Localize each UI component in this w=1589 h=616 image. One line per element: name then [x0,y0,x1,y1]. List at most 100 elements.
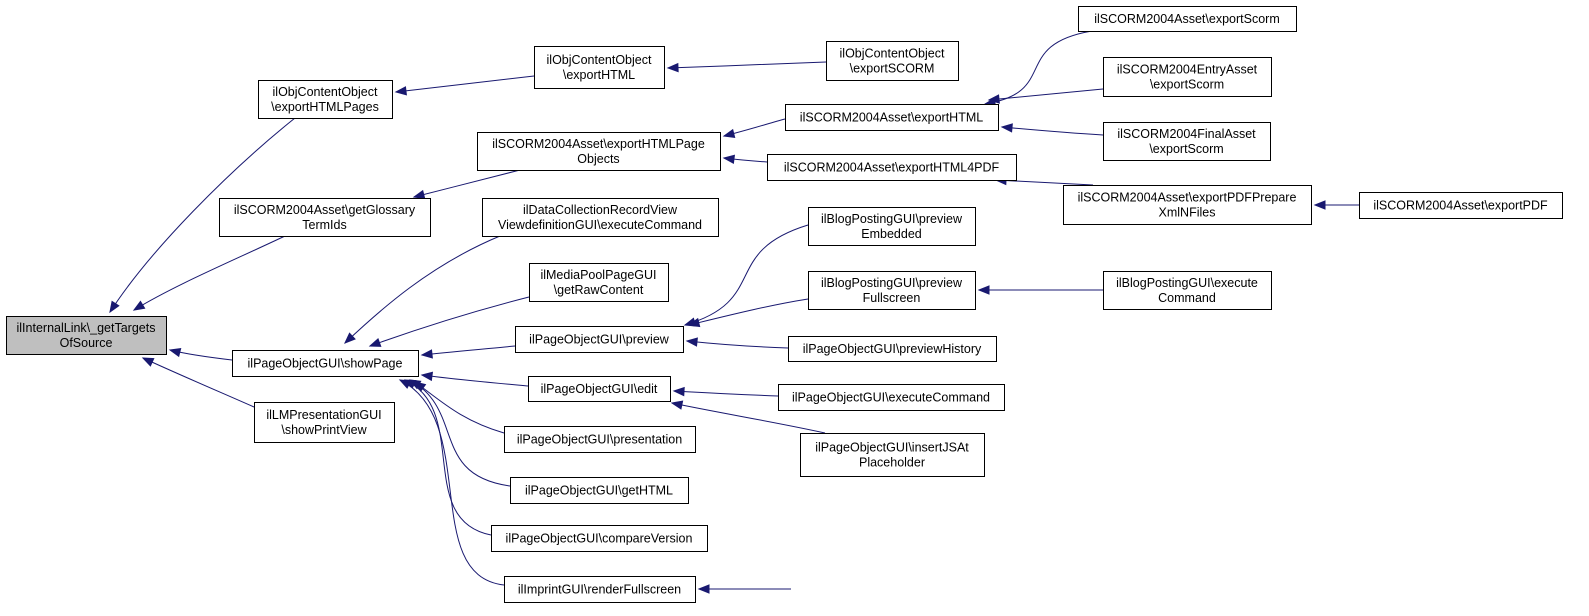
node-exportHTMLPages[interactable]: ilObjContentObject\exportHTMLPages [258,80,393,119]
node-label-line: ilSCORM2004Asset\exportHTML [800,111,983,125]
node-finalExportScorm[interactable]: ilSCORM2004FinalAsset\exportScorm [1103,122,1271,161]
edge-line [686,340,789,349]
node-box [515,326,684,353]
node-getHTML[interactable]: ilPageObjectGUI\getHTML [510,477,689,504]
arrow-head [109,300,120,314]
node-box [477,132,721,171]
node-label-line: \getRawContent [554,283,644,297]
node-box [254,402,395,443]
node-objExportSCORM[interactable]: ilObjContentObject\exportSCORM [826,41,959,81]
edge-line [395,75,535,93]
node-blogExecute[interactable]: ilBlogPostingGUI\executeCommand [1103,271,1272,310]
node-box [826,41,959,81]
node-entryExportScorm[interactable]: ilSCORM2004EntryAsset\exportScorm [1103,57,1272,97]
arrow-head [412,189,426,200]
node-renderFullscreen[interactable]: ilImprintGUI\renderFullscreen [504,576,696,603]
node-previewHistory[interactable]: ilPageObjectGUI\previewHistory [788,336,997,362]
arrow-head [132,300,146,311]
node-label-line: ilPageObjectGUI\showPage [248,357,403,371]
node-label-line: ilPageObjectGUI\insertJSAt [815,441,969,455]
node-showPage[interactable]: ilPageObjectGUI\showPage [232,350,419,377]
arrow-head [670,400,684,410]
node-box [808,207,976,246]
edge-line [667,61,827,69]
edge-getGlossaryTermIds-to-root [132,235,286,311]
edge-exportHTMLPages-to-root [109,117,296,314]
node-box [529,263,669,302]
node-label-line: \showPrintView [281,423,367,437]
node-label-line: ilPageObjectGUI\preview [529,333,670,347]
node-box [1103,271,1272,310]
node-label-line: ilDataCollectionRecordView [523,203,678,217]
node-preview[interactable]: ilPageObjectGUI\preview [515,326,684,353]
arrow-head [368,337,382,347]
node-label-line: Placeholder [859,456,925,470]
arrow-head [687,317,701,328]
edge-line [133,235,286,311]
node-label-line: ilSCORM2004Asset\exportHTMLPage [492,137,705,151]
node-dataCollection[interactable]: ilDataCollectionRecordViewViewdefinition… [482,198,719,237]
edge-entryExportScorm-to-assetExportHTML [987,88,1104,104]
node-assetExportScorm[interactable]: ilSCORM2004Asset\exportScorm [1078,6,1297,32]
node-box [1063,185,1312,225]
edge-assetExportHTML-to-exportHTMLPageObjects [722,118,786,139]
node-label-line: ilObjContentObject [273,85,378,99]
arrow-head [987,94,1000,104]
node-presentation[interactable]: ilPageObjectGUI\presentation [504,426,696,453]
node-exportPDFPrepare[interactable]: ilSCORM2004Asset\exportPDFPrepareXmlNFil… [1063,185,1312,225]
node-label-line: ilBlogPostingGUI\preview [821,212,963,226]
node-box [1078,6,1297,32]
node-assetExportHTML[interactable]: ilSCORM2004Asset\exportHTML [785,104,999,131]
edge-line [988,88,1104,101]
node-pageExecute[interactable]: ilPageObjectGUI\executeCommand [778,384,1005,411]
node-box [232,350,419,377]
edge-finalExportScorm-to-assetExportHTML [1000,123,1104,136]
edge-previewHistory-to-preview [685,337,789,349]
node-exportHTML4PDF[interactable]: ilSCORM2004Asset\exportHTML4PDF [767,154,1017,181]
arrow-head [344,332,356,344]
node-label-line: ilPageObjectGUI\previewHistory [803,342,982,356]
node-objExportHTML[interactable]: ilObjContentObject\exportHTML [534,46,665,89]
arrow-head [697,584,710,594]
edge-presentation-to-showPage [413,381,505,434]
node-label-line: ViewdefinitionGUI\executeCommand [498,218,702,232]
node-box [767,154,1017,181]
arrow-head [672,386,685,397]
edge-preview-to-showPage [420,345,516,359]
edge-objExportSCORM-to-objExportHTML [666,61,827,73]
node-box [504,426,696,453]
edge-exportHTMLPageObjects-to-getGlossaryTermIds [412,169,521,200]
node-label-line: XmlNFiles [1159,206,1216,220]
node-box [258,80,393,119]
edge-compareVersion-to-showPage [403,379,492,536]
node-label-line: ilInternalLink\_getTargets [17,321,156,335]
edge-exportHTML4PDF-to-exportHTMLPageObjects [722,154,768,165]
edge-line [684,224,809,326]
edge-objExportHTML-to-exportHTMLPages [394,75,535,96]
edge-line [109,117,296,313]
node-label-line: ilSCORM2004Asset\exportPDF [1373,199,1548,213]
edge-renderFullscreen-to-showPage [398,379,505,586]
arrow-head [141,357,155,367]
node-compareVersion[interactable]: ilPageObjectGUI\compareVersion [491,525,708,552]
node-label-line: ilBlogPostingGUI\preview [821,276,963,290]
edge-line [984,30,1093,105]
node-printView[interactable]: ilLMPresentationGUI\showPrintView [254,402,395,443]
edge-line [344,235,501,344]
node-label-line: \exportHTMLPages [271,100,379,114]
edge-printView-to-root [141,357,255,408]
node-exportPDF[interactable]: ilSCORM2004Asset\exportPDF [1359,192,1563,219]
arrow-head [398,379,412,389]
node-mediaPool[interactable]: ilMediaPoolPageGUI\getRawContent [529,263,669,302]
edge-showPage-to-root [168,347,233,361]
node-edit[interactable]: ilPageObjectGUI\edit [528,376,671,402]
node-box [800,433,985,477]
